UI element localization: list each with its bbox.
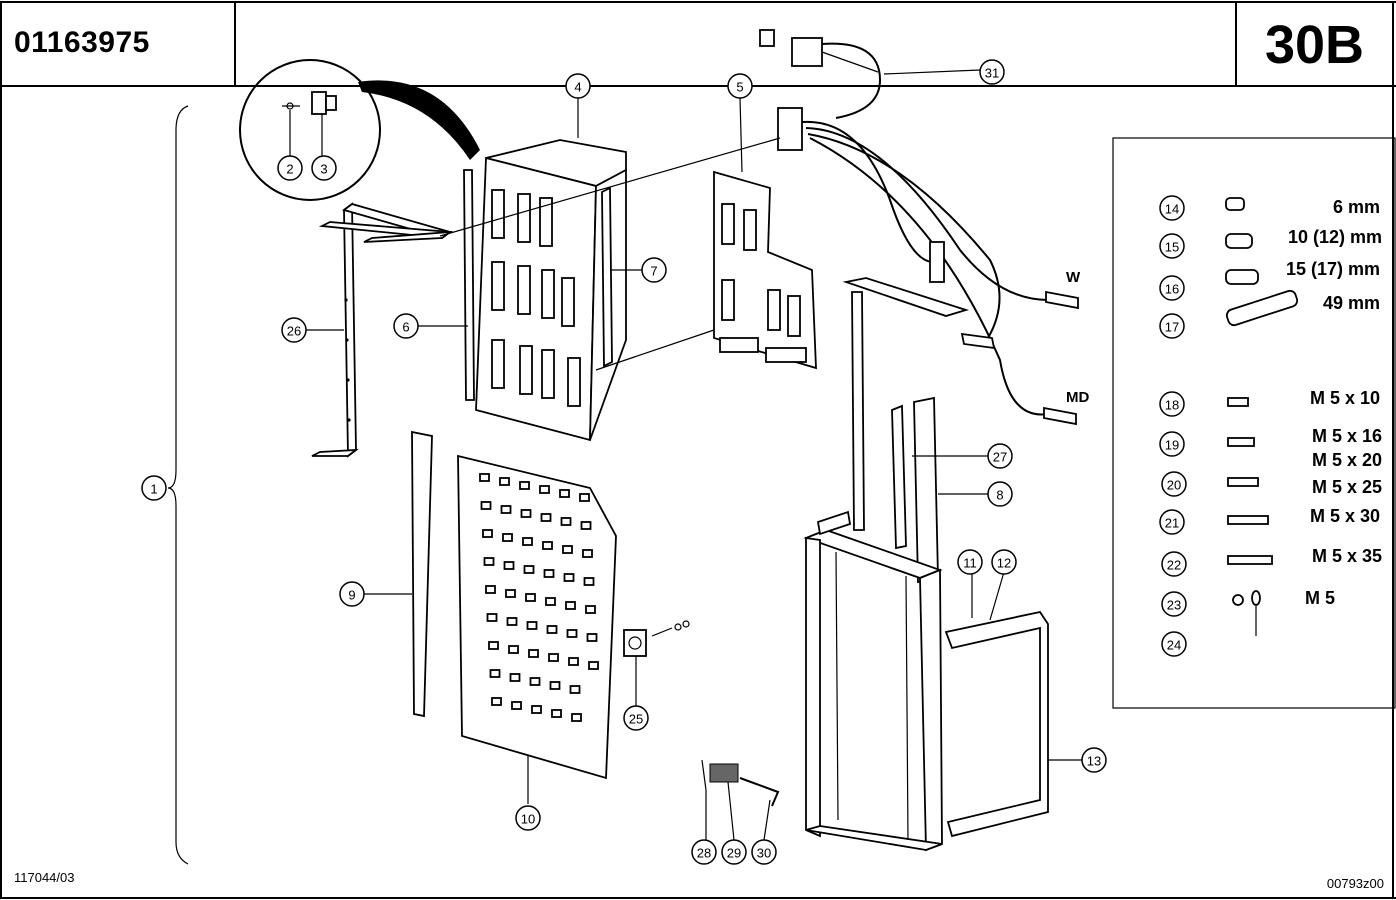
callout-25: 25 — [623, 705, 649, 731]
callout-29: 29 — [721, 839, 747, 865]
svg-text:24: 24 — [1167, 638, 1181, 653]
legend-label: M 5 — [1305, 588, 1335, 608]
callout-6: 6 — [393, 313, 419, 339]
svg-text:17: 17 — [1165, 320, 1179, 335]
callout-19: 19 — [1159, 431, 1185, 457]
callout-30: 30 — [751, 839, 777, 865]
callout-15: 15 — [1159, 233, 1185, 259]
strip-9-part — [411, 430, 433, 718]
legend-label: M 5 x 10 — [1310, 388, 1380, 408]
callout-26: 26 — [281, 317, 307, 343]
callout-1: 1 — [141, 475, 167, 501]
legend-label: 6 mm — [1333, 197, 1380, 217]
callout-28: 28 — [691, 839, 717, 865]
callout-17: 17 — [1159, 313, 1185, 339]
svg-text:1: 1 — [150, 482, 157, 497]
svg-text:21: 21 — [1165, 516, 1179, 531]
legend-box — [1112, 137, 1396, 709]
legend-label: 49 mm — [1323, 293, 1380, 313]
svg-text:27: 27 — [993, 450, 1007, 465]
rail-7-part — [601, 186, 613, 368]
svg-text:13: 13 — [1087, 754, 1101, 769]
svg-text:2: 2 — [286, 162, 293, 177]
callout-22: 22 — [1161, 551, 1187, 577]
svg-text:20: 20 — [1167, 478, 1181, 493]
callout-23: 23 — [1161, 591, 1187, 617]
svg-text:14: 14 — [1165, 202, 1179, 217]
legend-label: M 5 x 20 — [1312, 450, 1382, 470]
rail-6-part — [463, 169, 475, 401]
backplane-board-part — [713, 170, 817, 370]
svg-text:10: 10 — [521, 812, 535, 827]
callout-20: 20 — [1161, 471, 1187, 497]
svg-text:3: 3 — [320, 162, 327, 177]
legend-label: M 5 x 30 — [1310, 506, 1380, 526]
legend-label: 15 (17) mm — [1286, 259, 1380, 279]
left-bracket-part — [311, 202, 454, 458]
svg-text:22: 22 — [1167, 558, 1181, 573]
svg-text:30: 30 — [757, 846, 771, 861]
svg-text:26: 26 — [287, 324, 301, 339]
svg-text:6: 6 — [402, 320, 409, 335]
callout-5: 5 — [727, 73, 753, 99]
callout-16: 16 — [1159, 275, 1185, 301]
drawing-number: 117044/03 — [14, 870, 75, 885]
main-board-part — [457, 454, 617, 780]
assembly-brace — [167, 105, 189, 865]
svg-text:5: 5 — [736, 80, 743, 95]
page-code: 30B — [1264, 15, 1364, 75]
legend-label: 10 (12) mm — [1288, 227, 1382, 247]
callout-8: 8 — [987, 481, 1013, 507]
callout-18: 18 — [1159, 391, 1185, 417]
svg-text:25: 25 — [629, 712, 643, 727]
callout-14: 14 — [1159, 195, 1185, 221]
callout-4: 4 — [565, 73, 591, 99]
svg-text:23: 23 — [1167, 598, 1181, 613]
callout-21: 21 — [1159, 509, 1185, 535]
callout-24: 24 — [1161, 631, 1187, 657]
callout-9: 9 — [339, 581, 365, 607]
svg-text:16: 16 — [1165, 282, 1179, 297]
side-bracket-part — [944, 610, 1049, 838]
callout-11: 11 — [957, 549, 983, 575]
drawing-reference: 00793z00 — [1326, 876, 1384, 891]
callout-2: 2 — [277, 155, 303, 181]
svg-text:7: 7 — [650, 264, 657, 279]
connector-label-md: MD — [1066, 389, 1089, 406]
svg-text:29: 29 — [727, 846, 741, 861]
legend-label: M 5 x 35 — [1312, 546, 1382, 566]
svg-text:19: 19 — [1165, 438, 1179, 453]
svg-text:15: 15 — [1165, 240, 1179, 255]
connector-25-part — [623, 620, 690, 657]
legend-part-icons — [1225, 197, 1299, 606]
callout-13: 13 — [1081, 747, 1107, 773]
leader-lines — [306, 69, 1257, 841]
svg-text:4: 4 — [574, 80, 581, 95]
callout-7: 7 — [641, 257, 667, 283]
spring-pin-parts — [701, 759, 780, 807]
part-number: 01163975 — [14, 26, 150, 59]
svg-text:28: 28 — [697, 846, 711, 861]
svg-text:18: 18 — [1165, 398, 1179, 413]
svg-text:8: 8 — [996, 488, 1003, 503]
legend-label: M 5 x 16 — [1312, 426, 1382, 446]
legend-label: M 5 x 25 — [1312, 477, 1382, 497]
svg-text:11: 11 — [963, 556, 977, 571]
svg-text:31: 31 — [985, 66, 999, 81]
cable-harness-part — [759, 29, 1079, 426]
connector-label-w: W — [1066, 269, 1081, 286]
callout-10: 10 — [515, 805, 541, 831]
callout-31: 31 — [979, 59, 1005, 85]
svg-text:9: 9 — [348, 588, 355, 603]
callout-3: 3 — [311, 155, 337, 181]
callout-12: 12 — [991, 549, 1017, 575]
detail-magnifier — [239, 59, 480, 201]
callout-27: 27 — [987, 443, 1013, 469]
svg-text:12: 12 — [997, 556, 1011, 571]
main-frame-part — [803, 277, 970, 852]
